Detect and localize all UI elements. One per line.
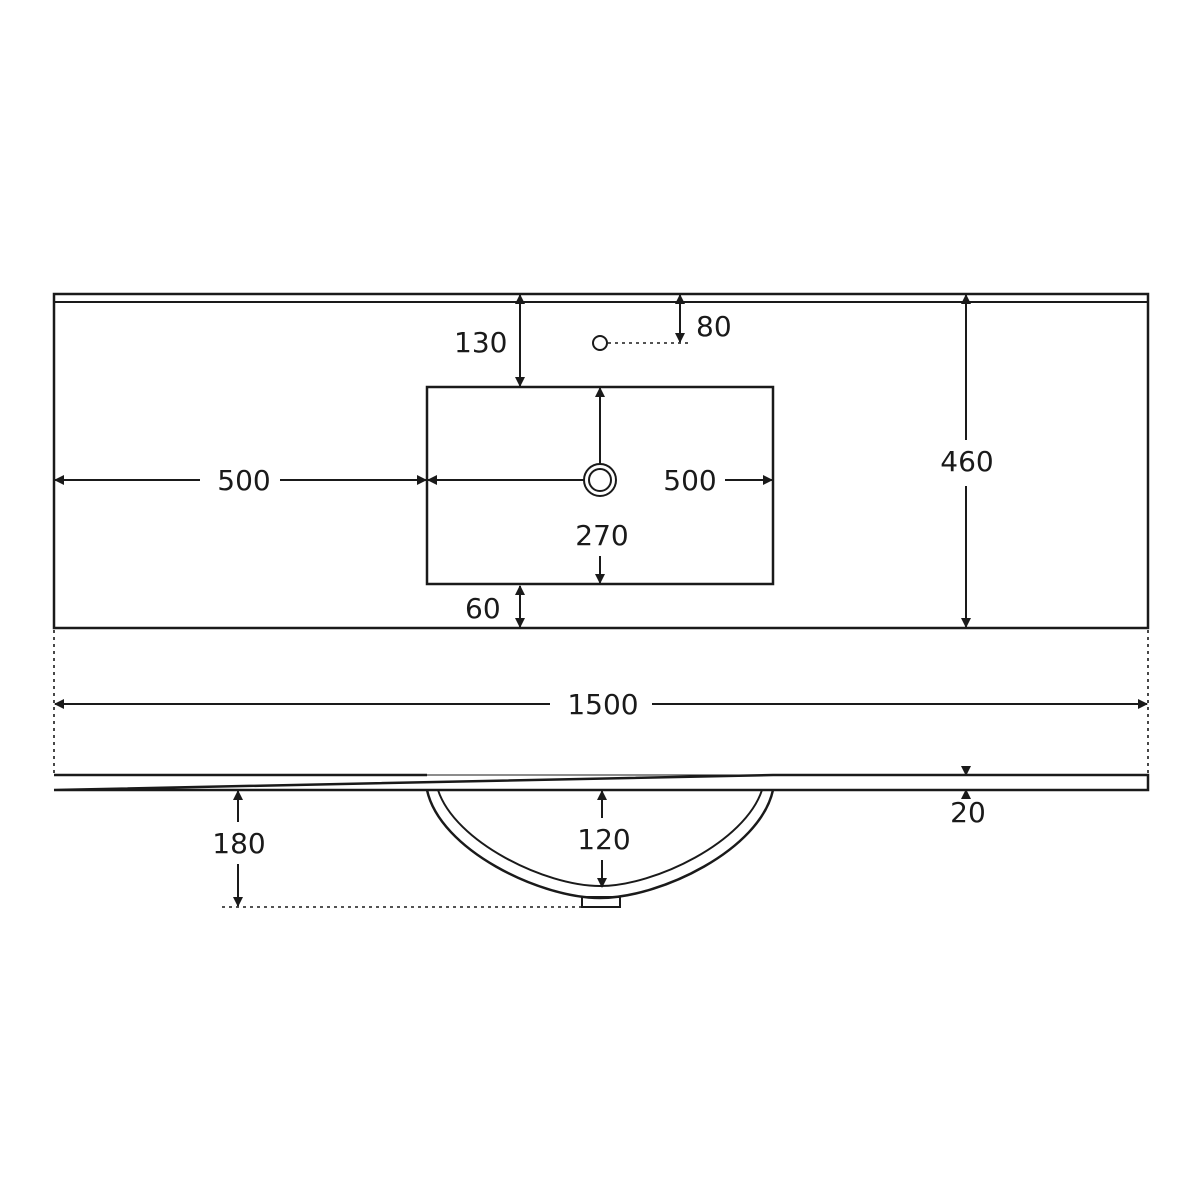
vanity-top-outline: [52, 292, 1150, 630]
basin-width-label: 500: [663, 464, 716, 497]
top-depth-label: 460: [940, 445, 993, 478]
tap-hole-icon: [592, 335, 608, 351]
top-slab-outline: [53, 773, 1150, 792]
overall-width-dimension: 1500: [53, 630, 1149, 775]
overall-width-label: 1500: [567, 688, 638, 721]
waste-drop-label: 180: [212, 827, 265, 860]
hole-from-back-label: 80: [696, 310, 732, 343]
top-thickness-label: 20: [950, 796, 986, 829]
basin-from-left-label: 500: [217, 464, 270, 497]
front-elevation: 20 120 180: [53, 766, 1150, 908]
basin-from-front-label: 60: [465, 592, 501, 625]
bowl-depth-label: 120: [577, 823, 630, 856]
basin-length-label: 270: [575, 519, 628, 552]
waste-spigot: [581, 896, 621, 908]
waste-outlet-icon: [583, 463, 617, 497]
basin-from-back-label: 130: [454, 326, 507, 359]
plan-view: 80 130 500 500 270 60 460: [52, 292, 1150, 630]
